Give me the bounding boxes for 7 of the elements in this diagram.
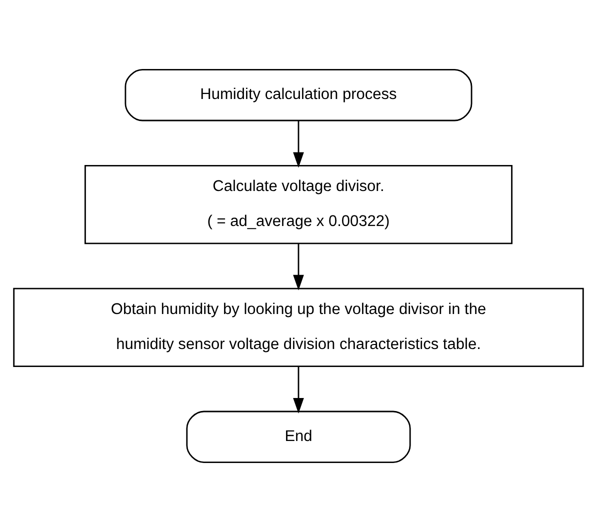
arrow xyxy=(293,366,304,414)
arrow xyxy=(293,244,304,290)
node-box: Humidity calculation process xyxy=(124,68,472,122)
node-box: End xyxy=(186,410,411,464)
arrow xyxy=(293,120,304,168)
node-box: Calculate voltage divisor. ( = ad_average x 0.00322) xyxy=(84,165,512,244)
node-box: Obtain humidity by looking up the voltage divisor in the humidity sensor voltage division characteristics table. xyxy=(13,288,584,367)
